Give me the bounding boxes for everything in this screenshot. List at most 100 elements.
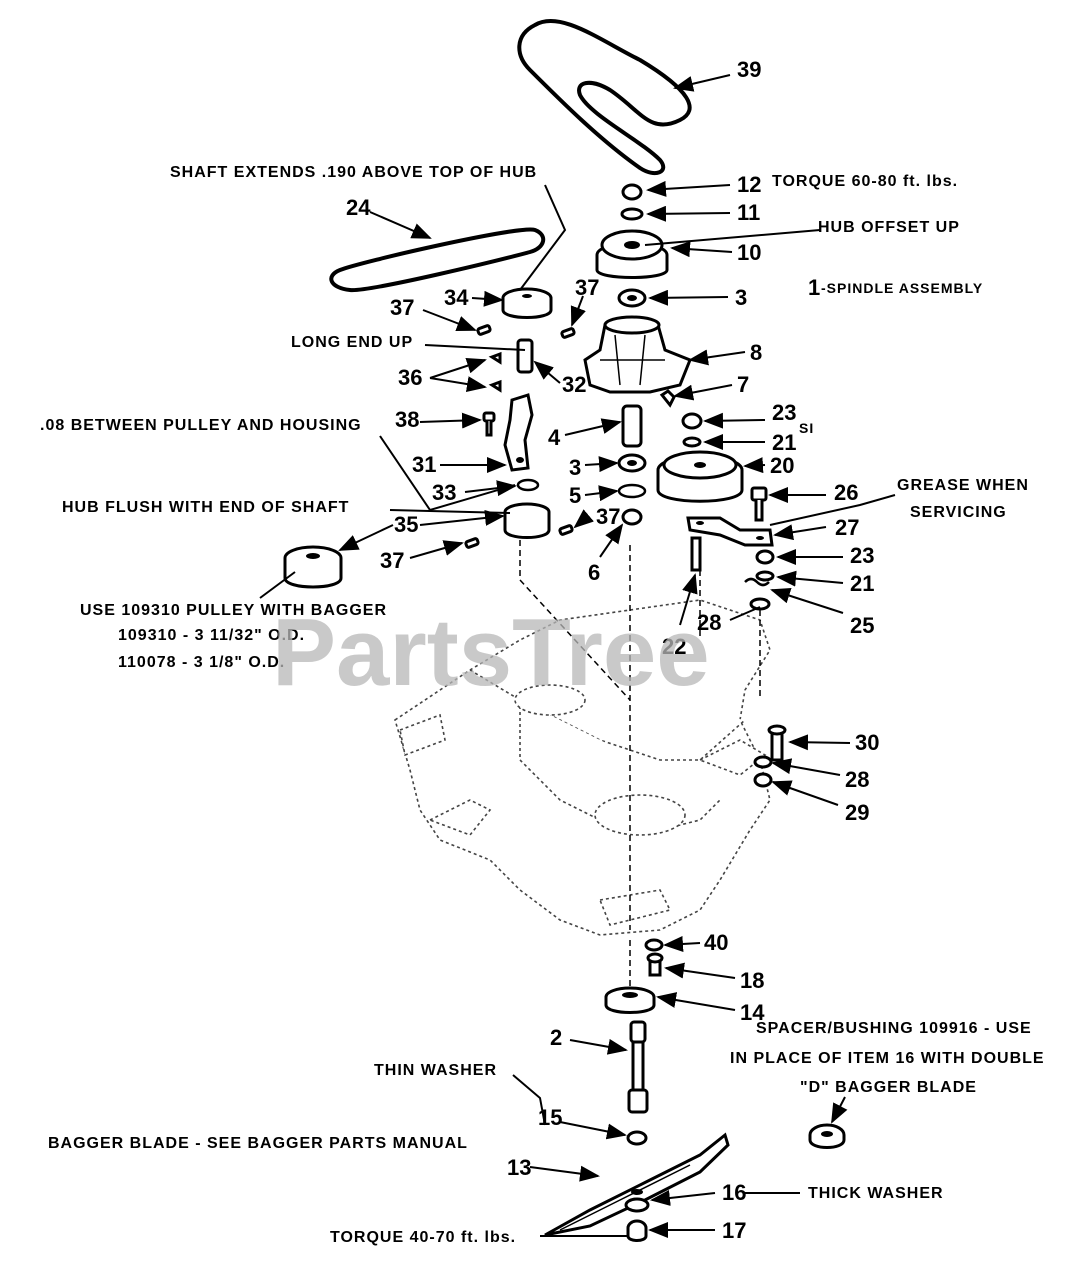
label-30: 30: [855, 730, 879, 755]
label-29: 29: [845, 800, 869, 825]
bolt-30: [767, 724, 787, 762]
note-od-2: 110078 - 3 1/8" O.D.: [118, 654, 285, 671]
spacer-bushing-109916: [808, 1123, 846, 1149]
label-11: 11: [737, 200, 760, 225]
label-4: 4: [548, 425, 561, 450]
label-5: 5: [569, 483, 581, 508]
label-37-upper-left: 37: [390, 295, 414, 320]
label-21-upper: 21: [772, 430, 796, 455]
label-16: 16: [722, 1180, 746, 1205]
note-hub-offset: HUB OFFSET UP: [818, 219, 960, 236]
label-34: 34: [444, 285, 469, 310]
washer-6: [621, 508, 643, 526]
note-between-pulley: .08 BETWEEN PULLEY AND HOUSING: [40, 417, 362, 434]
key-36: [488, 351, 502, 393]
set-screw-37-lower-right: [558, 524, 574, 536]
label-38: 38: [395, 407, 419, 432]
set-screw-37-upper-left: [476, 324, 492, 336]
label-40: 40: [704, 930, 728, 955]
note-spacer-line3: "D" BAGGER BLADE: [800, 1079, 977, 1096]
washer-21-upper: [682, 436, 702, 448]
set-screw-37-upper-right: [560, 327, 576, 339]
shaft-32: [516, 338, 534, 374]
spring-25: [744, 577, 770, 587]
label-33: 33: [432, 480, 456, 505]
note-use-pulley: USE 109310 PULLEY WITH BAGGER: [80, 602, 387, 619]
note-torque-top: TORQUE 60-80 ft. lbs.: [772, 173, 958, 190]
label-13: 13: [507, 1155, 531, 1180]
note-spindle-assembly: -SPINDLE ASSEMBLY: [821, 280, 983, 296]
bolt-38: [482, 411, 496, 437]
bolt-18: [646, 952, 664, 977]
pulley-34: [501, 287, 553, 319]
label-37-lower-right: 37: [596, 504, 620, 529]
blade-13: [544, 1132, 730, 1237]
thin-washer-15: [626, 1130, 648, 1146]
spindle-housing-8: [583, 315, 692, 394]
retaining-ring-33: [516, 478, 540, 492]
callout-notes: SHAFT EXTENDS .190 ABOVE TOP OF HUB TORQ…: [40, 164, 1045, 1246]
set-screw-37-lower-left: [464, 537, 480, 549]
label-6: 6: [588, 560, 600, 585]
note-si: SI: [799, 420, 814, 436]
bolt-22: [690, 536, 702, 572]
label-27: 27: [835, 515, 859, 540]
note-bagger-blade: BAGGER BLADE - SEE BAGGER PARTS MANUAL: [48, 1135, 468, 1152]
snap-ring-5: [617, 483, 647, 499]
pulley-35-mounted: [503, 502, 551, 539]
label-32: 32: [562, 372, 586, 397]
label-15: 15: [538, 1105, 562, 1130]
mower-deck-housing: [394, 599, 771, 936]
pulley-35-loose: [283, 545, 343, 589]
part-numbers: 39 12 11 10 3 8 7 23 21 4 3 20 5 26 6 27…: [346, 57, 879, 1243]
bearing-3-bottom: [617, 453, 647, 473]
label-3-bottom: 3: [569, 455, 581, 480]
note-grease-line2: SERVICING: [910, 504, 1007, 521]
label-31: 31: [412, 452, 436, 477]
label-10: 10: [737, 240, 761, 265]
nut-12: [621, 183, 643, 201]
note-thin-washer: THIN WASHER: [374, 1062, 497, 1079]
note-hub-flush: HUB FLUSH WITH END OF SHAFT: [62, 499, 349, 516]
label-26: 26: [834, 480, 858, 505]
label-23-lower: 23: [850, 543, 874, 568]
label-2: 2: [550, 1025, 562, 1050]
label-36: 36: [398, 365, 422, 390]
washer-21-lower: [755, 570, 775, 582]
grease-fitting-7: [659, 389, 676, 408]
label-21-lower: 21: [850, 571, 874, 596]
label-37-upper-right: 37: [575, 275, 599, 300]
nut-23-lower: [755, 549, 775, 565]
note-shaft-extends: SHAFT EXTENDS .190 ABOVE TOP OF HUB: [170, 164, 537, 181]
belt-39: [517, 18, 692, 176]
washer-28-lower: [753, 755, 773, 769]
spacer-4: [621, 404, 643, 448]
washer-11: [620, 207, 644, 221]
thick-washer-16: [624, 1197, 650, 1213]
idler-bracket-27: [686, 516, 774, 547]
idler-pulley-20: [656, 450, 744, 503]
bearing-3-top: [617, 288, 647, 308]
washer-40: [644, 938, 664, 952]
label-25: 25: [850, 613, 874, 638]
note-od-1: 109310 - 3 11/32" O.D.: [118, 627, 305, 644]
washer-28-upper: [749, 597, 771, 611]
note-thick-washer: THICK WASHER: [808, 1185, 944, 1202]
note-torque-bottom: TORQUE 40-70 ft. lbs.: [330, 1229, 516, 1246]
label-28-lower: 28: [845, 767, 869, 792]
label-24: 24: [346, 195, 371, 220]
watermark: PartsTree: [272, 599, 710, 706]
label-35: 35: [394, 512, 418, 537]
label-12: 12: [737, 172, 761, 197]
label-22: 22: [662, 634, 686, 659]
label-28-upper: 28: [697, 610, 721, 635]
label-20: 20: [770, 453, 794, 478]
belt-24: [329, 227, 546, 293]
label-8: 8: [750, 340, 762, 365]
hub-14: [604, 986, 656, 1014]
label-17: 17: [722, 1218, 746, 1243]
note-spacer-line2: IN PLACE OF ITEM 16 WITH DOUBLE: [730, 1050, 1045, 1067]
pulley-10: [595, 229, 669, 279]
note-spacer-line1: SPACER/BUSHING 109916 - USE: [756, 1020, 1032, 1037]
